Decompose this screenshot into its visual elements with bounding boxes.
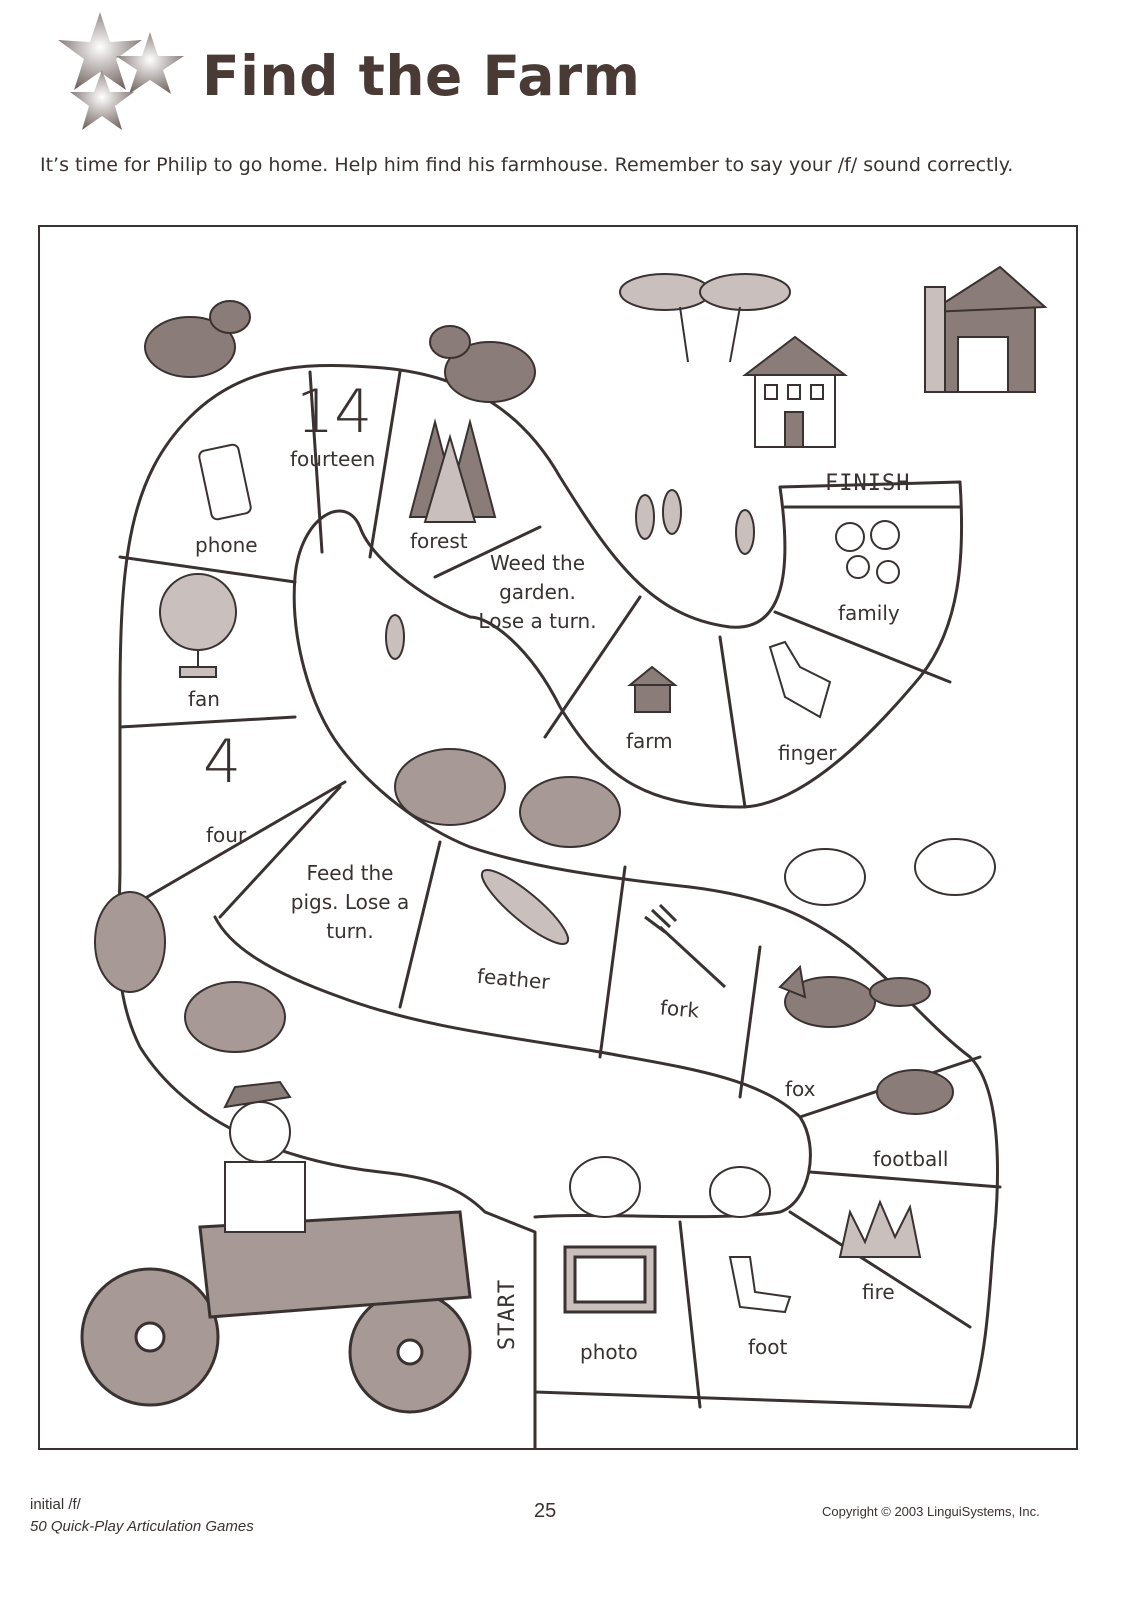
divider [398, 840, 442, 1009]
divider [368, 370, 402, 559]
farmer-icon [223, 1080, 306, 1233]
game-board: FINISH START family finger farm Weed the… [38, 225, 1078, 1450]
tractor-icon [80, 1210, 472, 1414]
page-title: Find the Farm [202, 44, 641, 108]
footer-left: initial /f/ 50 Quick-Play Articulation G… [30, 1494, 254, 1538]
photo-icon [563, 1245, 657, 1314]
forest-icon [408, 418, 497, 523]
path-inner-edge [292, 509, 999, 1409]
stars-icon [58, 12, 184, 130]
space-four-number: 4 [203, 727, 242, 797]
space-football: football [873, 1147, 949, 1171]
fire-icon [838, 1199, 922, 1258]
corn-icon [385, 489, 755, 660]
divider [533, 1390, 972, 1409]
finger-icon [768, 640, 832, 719]
space-finger: finger [778, 741, 837, 765]
space-fourteen-number: 14 [296, 377, 373, 447]
cow-icon [144, 300, 536, 403]
family-icon [835, 520, 900, 584]
football-icon [876, 1069, 954, 1115]
fox-icon [778, 964, 931, 1028]
divider [543, 595, 642, 739]
space-fan: fan [188, 687, 220, 711]
space-phone: phone [195, 533, 258, 557]
divider [808, 1170, 1002, 1189]
finish-label: FINISH [825, 471, 911, 496]
farm-icon [627, 665, 678, 713]
divider [773, 610, 952, 684]
space-weed-garden: Weed the garden. Lose a turn. [478, 551, 597, 633]
foot-icon [728, 1256, 792, 1314]
instructions-text: It’s time for Philip to go home. Help hi… [40, 154, 1014, 176]
board-path-drawing [80, 265, 1048, 1448]
chicken-icon [569, 838, 996, 1218]
divider [738, 945, 762, 1099]
path-outer-edge [116, 363, 964, 1448]
divider [128, 780, 347, 909]
farmhouse-icon [742, 335, 848, 448]
space-farm: farm [626, 729, 673, 753]
divider [718, 635, 747, 809]
barn-icon [924, 265, 1048, 393]
title-row: Find the Farm [50, 12, 690, 137]
pig-icon [94, 748, 621, 1053]
space-forest: forest [410, 529, 468, 553]
divider [118, 715, 297, 729]
space-family: family [838, 601, 900, 625]
feather-icon [480, 869, 570, 945]
tree-icon [619, 273, 791, 363]
divider [118, 555, 297, 584]
page-number: 25 [534, 1500, 557, 1522]
space-four: four [206, 823, 247, 847]
copyright: Copyright © 2003 LinguiSystems, Inc. [822, 1504, 1040, 1519]
fork-icon [644, 903, 727, 989]
space-fox: fox [785, 1077, 816, 1101]
divider [218, 785, 342, 919]
divider [678, 1220, 702, 1409]
space-fourteen: fourteen [290, 447, 376, 471]
footer-book-title: 50 Quick-Play Articulation Games [30, 1518, 254, 1535]
space-photo: photo [580, 1340, 638, 1364]
divider [308, 370, 324, 554]
space-feed-pigs: Feed the pigs. Lose a turn. [290, 861, 410, 943]
footer-skill: initial /f/ [30, 1496, 81, 1513]
space-fire: fire [862, 1280, 895, 1304]
space-fork: fork [659, 995, 701, 1023]
fan-icon [159, 573, 237, 678]
divider [598, 865, 627, 1059]
space-foot: foot [748, 1335, 788, 1359]
start-label: START [495, 1278, 521, 1351]
phone-icon [198, 443, 252, 521]
divider [433, 525, 542, 579]
divider [788, 1210, 972, 1329]
